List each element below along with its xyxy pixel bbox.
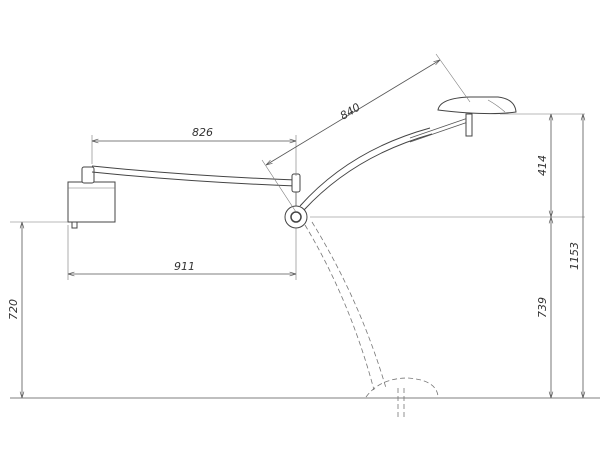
dim-826-label: 826 <box>192 126 213 139</box>
dim-720-label: 720 <box>7 299 20 320</box>
dim-739-label: 739 <box>536 297 549 318</box>
joint-hub <box>284 192 308 229</box>
dim-840: 840 <box>266 60 440 165</box>
dim-911: 911 <box>68 260 296 274</box>
dim-414-label: 414 <box>536 155 549 176</box>
lamp-head <box>437 96 517 137</box>
dim-1153-label: 1153 <box>568 242 581 270</box>
wall-mount-box <box>67 166 116 229</box>
dim-840-label: 840 <box>338 101 363 123</box>
dim-826: 826 <box>92 126 296 141</box>
dim-911-label: 911 <box>174 260 195 273</box>
dim-414: 414 <box>536 114 551 217</box>
upper-arm <box>91 165 301 193</box>
lower-arm <box>299 117 469 211</box>
dim-739: 739 <box>536 217 551 398</box>
dim-1153: 1153 <box>568 114 583 398</box>
dashed-floor-stand <box>304 221 439 420</box>
dim-720: 720 <box>7 222 22 398</box>
